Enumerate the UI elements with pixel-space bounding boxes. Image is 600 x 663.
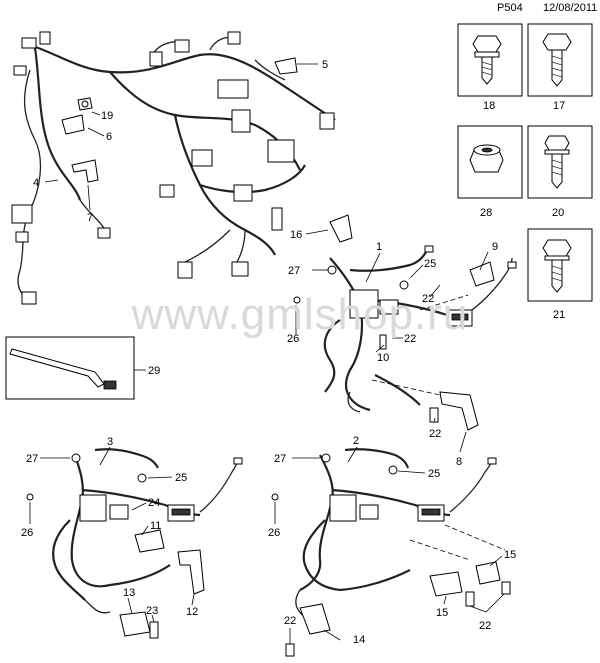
callout-2: 2 (353, 435, 359, 447)
callout-28: 28 (480, 207, 492, 219)
callout-15b: 15 (436, 607, 448, 619)
callout-22: 22 (422, 293, 434, 305)
callout-13: 13 (123, 587, 135, 599)
leaders-assembly-2 (274, 446, 505, 644)
callout-27b: 27 (26, 453, 38, 465)
callout-26: 26 (287, 333, 299, 345)
callout-22c: 22 (429, 428, 441, 440)
fastener-box-21 (527, 228, 593, 302)
page-date: 12/08/2011 (543, 2, 598, 14)
callout-19: 19 (101, 110, 113, 122)
callout-14: 14 (353, 634, 365, 646)
leaders-assembly-1 (295, 251, 489, 453)
callout-22e: 22 (284, 615, 296, 627)
callout-7: 7 (87, 212, 93, 224)
leaders-top-left (44, 63, 329, 235)
callout-8: 8 (456, 456, 462, 468)
callout-17: 17 (553, 100, 565, 112)
callout-3: 3 (107, 436, 113, 448)
callout-26b: 26 (21, 527, 33, 539)
callout-10: 10 (377, 352, 389, 364)
callout-12: 12 (186, 606, 198, 618)
callout-15: 15 (504, 549, 516, 561)
harness-assembly-2 (271, 448, 511, 657)
fastener-box-20 (527, 125, 593, 199)
harness-assembly-3 (26, 448, 243, 639)
page-code: P504 (497, 2, 523, 14)
fastener-box-18 (457, 23, 523, 97)
callout-4: 4 (33, 177, 39, 189)
callout-20: 20 (552, 207, 564, 219)
callout-6: 6 (106, 131, 112, 143)
callout-27c: 27 (274, 453, 286, 465)
fastener-box-28 (457, 125, 523, 199)
callout-24: 24 (148, 497, 160, 509)
callout-9: 9 (492, 241, 498, 253)
callout-1: 1 (376, 241, 382, 253)
callout-25b: 25 (175, 472, 187, 484)
callout-25: 25 (424, 258, 436, 270)
callout-21: 21 (553, 309, 565, 321)
callout-22d: 22 (479, 620, 491, 632)
cable-tie-box (5, 336, 146, 400)
fastener-box-17 (527, 23, 593, 97)
callout-16: 16 (290, 229, 302, 241)
callout-23: 23 (146, 605, 158, 617)
callout-25c: 25 (428, 468, 440, 480)
harness-assembly-1 (293, 245, 517, 431)
engine-harness (11, 31, 353, 305)
callout-5: 5 (322, 59, 328, 71)
callout-22b: 22 (404, 333, 416, 345)
callout-27: 27 (288, 265, 300, 277)
callout-26c: 26 (268, 527, 280, 539)
callout-11: 11 (150, 520, 161, 532)
callout-29: 29 (148, 365, 160, 377)
leaders-assembly-3 (29, 446, 195, 623)
callout-18: 18 (483, 100, 495, 112)
